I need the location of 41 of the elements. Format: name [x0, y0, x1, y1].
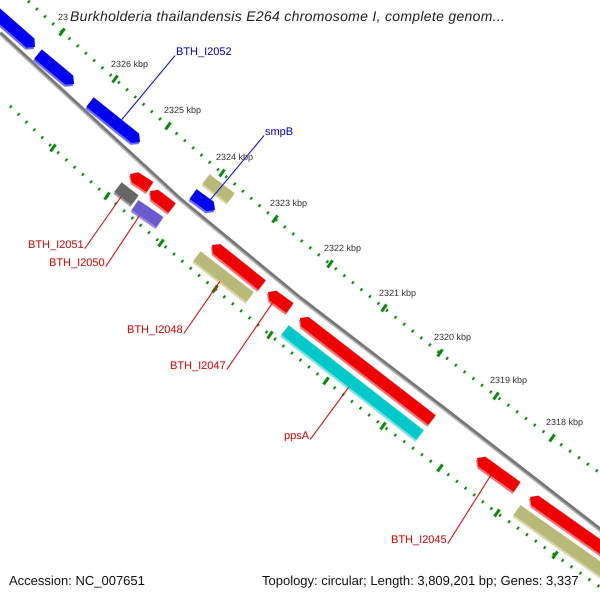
gene-label: BTH_I2048: [127, 324, 183, 337]
gene-label: smpB: [265, 126, 294, 139]
gene-feature: [280, 325, 424, 442]
gene-label: BTH_I2050: [49, 257, 105, 270]
gene-feature: [149, 190, 176, 215]
gene-label: BTH_I2051: [28, 239, 84, 252]
gene-feature: [130, 200, 164, 229]
gene-label: BTH_I2052: [176, 46, 232, 59]
gene-feature: [188, 189, 215, 214]
gene-feature: [201, 174, 235, 205]
leader-line: [210, 135, 264, 200]
leader-line: [84, 196, 122, 250]
title: Burkholderia thailandensis E264 chromosome I, complete genom...: [70, 8, 506, 24]
leader-line: [121, 55, 176, 120]
gene-label: BTH_I2047: [170, 360, 226, 373]
gene-feature: [129, 172, 154, 194]
gene-feature: [267, 290, 294, 315]
scale-label: 2319 kbp: [490, 375, 528, 386]
gene-label: BTH_I2045: [391, 534, 447, 547]
genome-stats-text: Topology: circular; Length: 3,809,201 bp; Genes: 3,337: [262, 574, 579, 589]
leader-line: [226, 302, 274, 370]
gene-feature: [0, 8, 35, 50]
scale-label: 23: [58, 12, 68, 22]
scale-label: 2320 kbp: [434, 332, 472, 342]
scale-label: 2318 kbp: [546, 417, 584, 428]
scale-label: 2326 kbp: [111, 59, 148, 70]
gene-feature: [113, 182, 139, 207]
gene-feature: [33, 49, 74, 87]
leader-line: [183, 280, 220, 334]
leader-line: [447, 474, 492, 544]
scale-label: 2321 kbp: [379, 288, 416, 298]
accession-text: Accession: NC_007651: [9, 574, 145, 589]
scale-label: 2322 kbp: [324, 243, 362, 254]
gene-feature: [85, 97, 140, 145]
gene-label: ppsA: [284, 430, 310, 443]
leader-line: [105, 214, 140, 268]
scale-label: 2323 kbp: [270, 198, 308, 208]
gene-feature: [192, 251, 254, 304]
leader-line: [310, 386, 350, 440]
gene-feature: [476, 456, 520, 494]
scale-label: 2325 kbp: [164, 105, 202, 116]
